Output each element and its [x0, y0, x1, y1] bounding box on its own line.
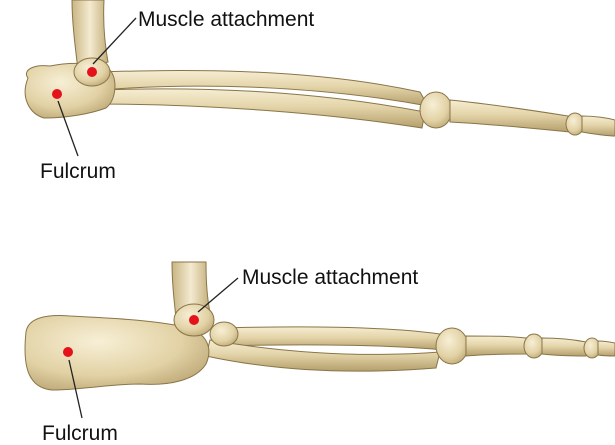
- top-phalanx-2: [582, 116, 615, 136]
- bottom-joint-1: [436, 328, 468, 364]
- top-diagram: Muscle attachment Fulcrum: [25, 0, 615, 183]
- bottom-muscle-marker: [189, 315, 199, 325]
- bottom-joint-2: [524, 334, 544, 358]
- top-joint-1: [420, 92, 452, 128]
- top-muscle-marker: [87, 67, 97, 77]
- bottom-proximal-joint: [210, 322, 238, 346]
- top-joint-2: [566, 113, 584, 135]
- bottom-phalanx-2: [542, 338, 586, 356]
- top-phalanx-1: [450, 100, 570, 132]
- top-fulcrum-marker: [52, 89, 62, 99]
- bottom-diagram: Muscle attachment Fulcrum: [25, 262, 615, 445]
- bottom-fulcrum-marker: [63, 347, 73, 357]
- top-fulcrum-label: Fulcrum: [40, 160, 116, 183]
- bottom-phalanx-1: [466, 336, 528, 356]
- top-muscle-label: Muscle attachment: [138, 8, 314, 31]
- bottom-phalanx-3: [598, 341, 615, 356]
- bottom-muscle-label: Muscle attachment: [242, 266, 418, 289]
- bottom-fulcrum-label: Fulcrum: [42, 422, 118, 445]
